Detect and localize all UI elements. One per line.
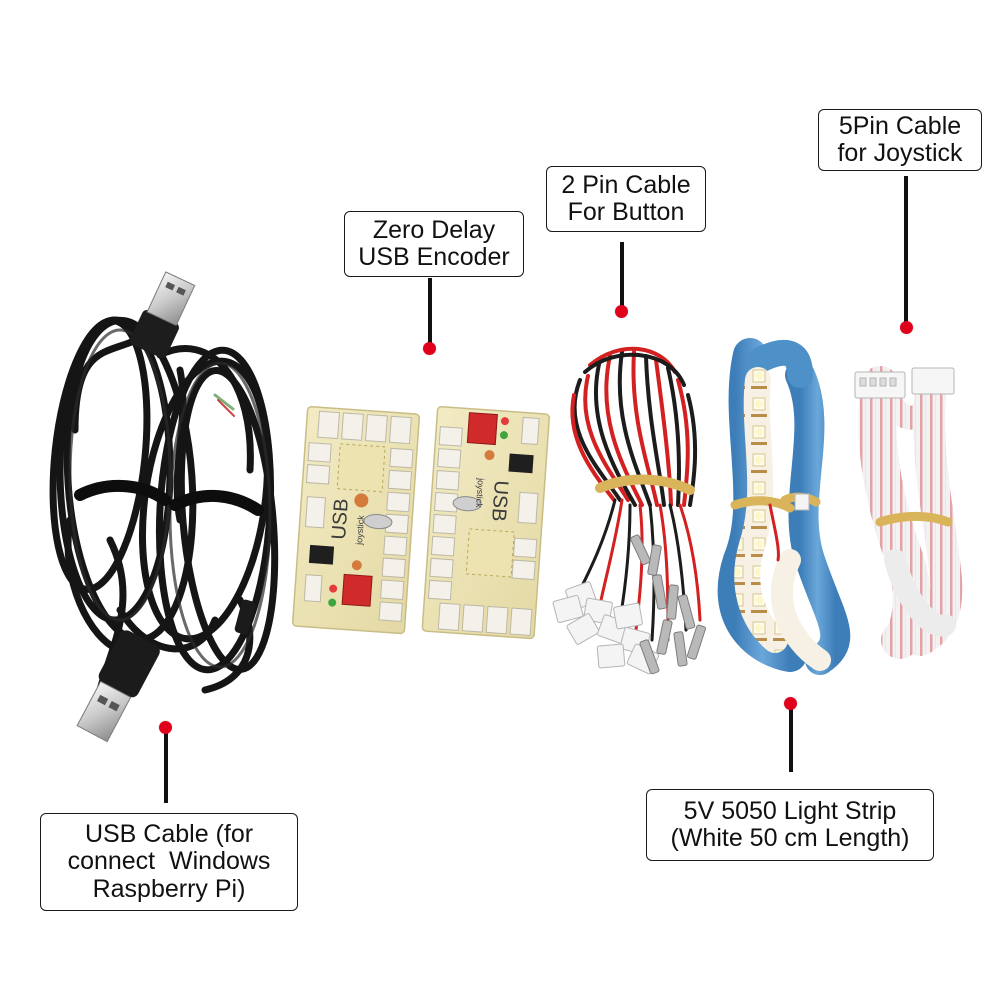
left-board-usb-text: USB <box>328 498 353 541</box>
right-board-joystick-text: joystick <box>474 477 486 509</box>
usb-cable-product <box>49 271 279 743</box>
encoder-label-line1: Zero Delay <box>372 215 496 244</box>
usb-cable-label-line1: USB Cable (for <box>84 819 254 848</box>
light-strip-pointer-dot <box>784 697 797 710</box>
usb-cable-label: USB Cable (for connect Windows Raspberry… <box>40 813 298 911</box>
five-pin-pointer-dot <box>900 321 913 334</box>
five-pin-cable-product <box>854 366 963 659</box>
usb-cable-label-line3: Raspberry Pi) <box>92 874 246 903</box>
usb-encoder-boards: USB joystick USB joystick <box>291 405 551 640</box>
two-pin-cables-product <box>552 346 706 675</box>
usb-cable-pointer-dot <box>159 721 172 734</box>
two-pin-pointer-dot <box>615 305 628 318</box>
light-strip-label-line2: (White 50 cm Length) <box>670 824 910 852</box>
encoder-pointer-dot <box>423 342 436 355</box>
five-pin-label-line1: 5Pin Cable <box>838 111 962 140</box>
two-pin-pointer-line <box>620 242 624 308</box>
usb-cable-pointer-line <box>164 733 168 803</box>
light-strip-label-line1: 5V 5050 Light Strip <box>683 796 897 825</box>
encoder-pointer-line <box>428 278 432 346</box>
right-board-usb-text: USB <box>487 480 512 523</box>
five-pin-pointer-line <box>904 176 908 324</box>
encoder-label-line2: USB Encoder <box>358 243 510 271</box>
two-pin-label: 2 Pin Cable For Button <box>546 166 706 232</box>
light-strip-pointer-line <box>789 708 793 772</box>
left-board-joystick-text: joystick <box>354 515 366 547</box>
light-strip-label: 5V 5050 Light Strip (White 50 cm Length) <box>646 789 934 861</box>
five-pin-label: 5Pin Cable for Joystick <box>818 109 982 171</box>
two-pin-label-line2: For Button <box>567 198 685 226</box>
encoder-label: Zero Delay USB Encoder <box>344 211 524 277</box>
led-light-strip-product <box>717 338 851 675</box>
five-pin-label-line2: for Joystick <box>837 139 963 167</box>
usb-cable-label-line2: connect Windows <box>67 847 271 876</box>
two-pin-label-line1: 2 Pin Cable <box>561 170 691 199</box>
